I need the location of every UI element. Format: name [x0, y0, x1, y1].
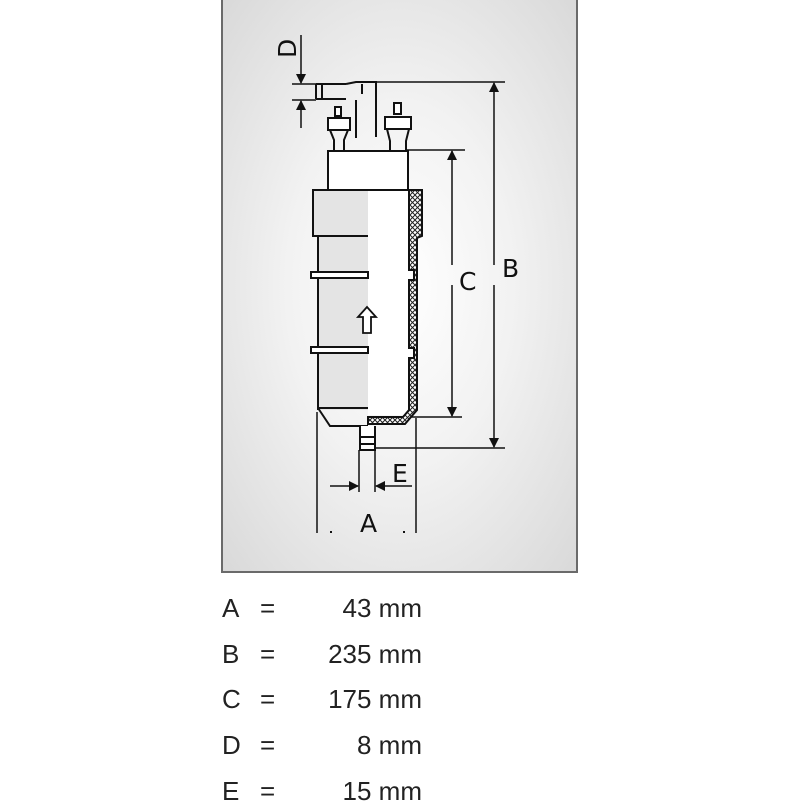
- dim-value: 175 mm: [328, 684, 422, 714]
- terminal-right: [384, 102, 412, 150]
- label-b: B: [502, 254, 519, 283]
- dim-value: 8 mm: [357, 730, 422, 760]
- label-c: C: [459, 267, 476, 296]
- dim-key: C: [222, 684, 241, 714]
- dim-value: 15 mm: [342, 776, 422, 806]
- dimension-row-b: B = 235 mm: [222, 634, 422, 674]
- dim-eq: =: [260, 593, 276, 623]
- dim-key: D: [222, 730, 241, 760]
- dim-eq: =: [260, 639, 276, 669]
- dim-eq: =: [260, 776, 276, 806]
- label-a: A: [360, 509, 377, 538]
- flow-arrow-icon: [355, 305, 379, 334]
- dim-eq: =: [260, 684, 276, 714]
- dim-key: E: [222, 776, 240, 806]
- outlet-elbow: [345, 81, 377, 138]
- pump-housing: [312, 189, 368, 427]
- terminal-left: [327, 106, 351, 150]
- hatched-wall: [367, 189, 423, 425]
- dimension-lines: [292, 35, 505, 533]
- pump-body: [310, 81, 423, 451]
- housing-rings: [310, 271, 369, 354]
- dimension-row-a: A = 43 mm: [222, 588, 422, 628]
- dim-key: B: [222, 639, 240, 669]
- dimension-row-e: E = 15 mm: [222, 771, 422, 811]
- dim-value: 235 mm: [328, 639, 422, 669]
- label-d: D: [273, 39, 302, 58]
- label-e: E: [392, 459, 408, 488]
- dim-eq: =: [260, 730, 276, 760]
- dimension-row-c: C = 175 mm: [222, 679, 422, 719]
- dimension-row-d: D = 8 mm: [222, 725, 422, 765]
- dim-key: A: [222, 593, 240, 623]
- dim-value: 43 mm: [342, 593, 422, 623]
- outlet-tube: [315, 83, 346, 100]
- pump-cap: [327, 150, 409, 192]
- inlet-nozzle: [359, 426, 376, 451]
